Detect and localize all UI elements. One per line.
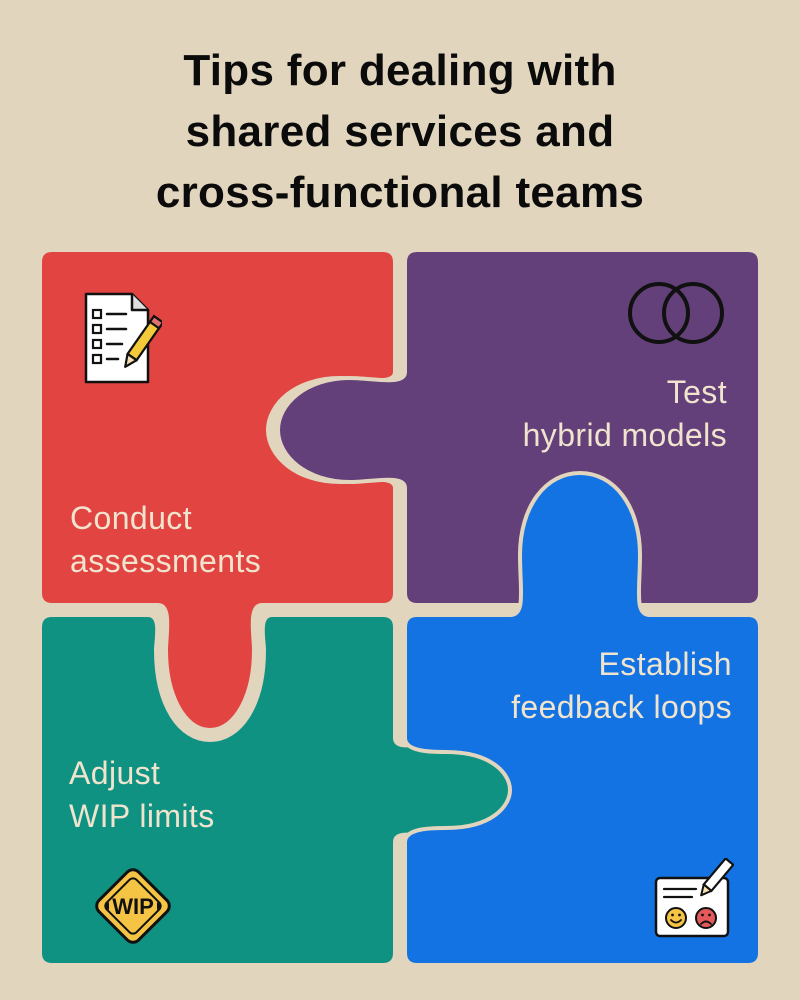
label-top-right-line-1: Test — [666, 374, 727, 410]
label-top-left: Conduct assessments — [70, 497, 261, 583]
label-top-left-line-1: Conduct — [70, 500, 192, 536]
label-top-right: Test hybrid models — [523, 371, 727, 457]
label-bottom-right: Establish feedback loops — [511, 643, 732, 729]
label-top-right-line-2: hybrid models — [522, 417, 727, 453]
label-bottom-right-line-2: feedback loops — [511, 689, 732, 725]
page-title: Tips for dealing with shared services an… — [0, 40, 800, 223]
title-line-1: Tips for dealing with — [183, 46, 617, 95]
overlapping-circles-icon — [628, 282, 724, 344]
label-bottom-right-line-1: Establish — [598, 646, 732, 682]
label-top-left-line-2: assessments — [70, 543, 262, 579]
label-bottom-left-line-2: WIP limits — [69, 798, 215, 834]
label-bottom-left: Adjust WIP limits — [69, 752, 215, 838]
title-line-3: cross-functional teams — [155, 168, 645, 217]
feedback-faces-icon — [654, 858, 734, 938]
label-bottom-left-line-1: Adjust — [69, 755, 161, 791]
puzzle-piece-bottom-right — [403, 471, 762, 967]
wip-sign-text: WIP — [112, 894, 154, 919]
checklist-pencil-icon — [84, 292, 162, 384]
wip-sign-icon: WIP — [95, 868, 171, 944]
title-line-2: shared services and — [185, 107, 615, 156]
